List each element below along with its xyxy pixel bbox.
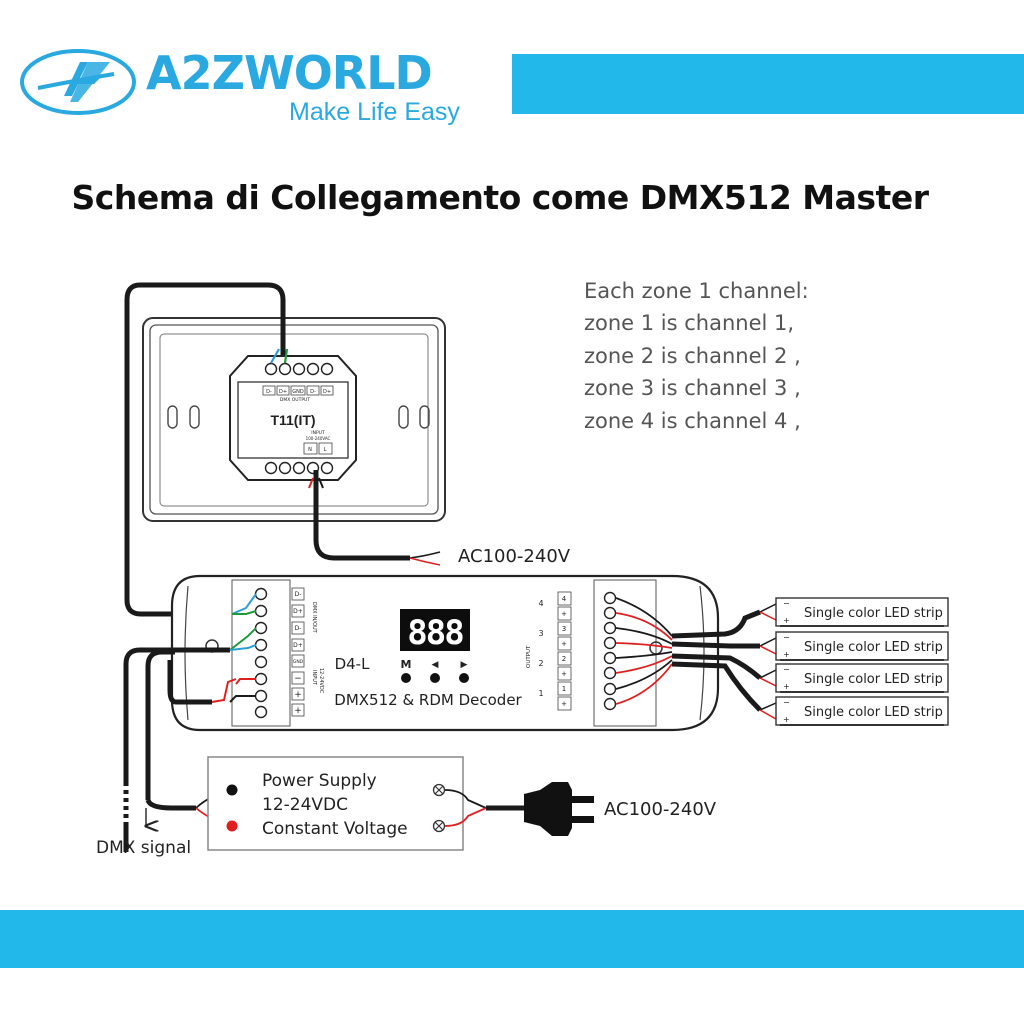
note-line: Each zone 1 channel: [584, 279, 809, 303]
svg-text:−: − [783, 633, 790, 642]
panel-terminal-label: GND [292, 389, 304, 395]
ac-label-top: AC100-240V [458, 546, 571, 567]
decoder-input-voltage: 12-24VDC [318, 668, 324, 694]
brand-tagline: Make Life Easy [289, 98, 460, 126]
panel-input-terminal: L [324, 447, 327, 453]
display-readout: 888 [407, 613, 463, 653]
decoder-display: 888 [400, 609, 470, 653]
decoder-dmx-wires [123, 593, 257, 852]
panel-input-label: INPUT [311, 430, 325, 436]
led-strip-label: Single color LED strip [804, 705, 943, 720]
decoder-input-label: INPUT [311, 670, 317, 686]
decoder-output-terminal: 4 [562, 595, 567, 603]
decoder-input-terminal: − [294, 674, 302, 684]
output-cables [615, 597, 777, 720]
decoder-output-terminal: + [561, 640, 567, 648]
decoder-channel-number: 2 [538, 659, 543, 668]
svg-text:−: − [783, 698, 790, 707]
power-cable [145, 649, 256, 827]
decoder-model: D4-L [335, 655, 371, 673]
a2z-logo-icon [20, 49, 136, 115]
decoder-output-terminal: + [561, 700, 567, 708]
decoder-output-terminal: + [561, 670, 567, 678]
decoder-channel-number: 3 [538, 629, 543, 638]
psu-line3: Constant Voltage [262, 819, 408, 839]
led-strips: − + − + − + − + [775, 597, 949, 726]
decoder-right-terminals [603, 591, 617, 711]
svg-text:−: − [783, 665, 790, 674]
decoder-output-terminal: 3 [562, 625, 566, 633]
decoder-right-label-boxes [557, 591, 572, 711]
right-button[interactable] [459, 673, 469, 683]
led-strip-label: Single color LED strip [804, 672, 943, 687]
panel-input-terminal: N [308, 447, 312, 453]
page-title: Schema di Collegamento come DMX512 Maste… [71, 178, 929, 217]
panel-terminal-label: D- [266, 389, 272, 395]
decoder-output-terminal: 1 [562, 685, 566, 693]
panel-terminal-label: D+ [323, 389, 331, 395]
panel-input-voltage: 100-240VAC [306, 436, 331, 441]
note-line: zone 2 is channel 2 , [584, 344, 801, 368]
note-line: zone 3 is channel 3 , [584, 376, 801, 400]
dmx-signal-label: DMX signal [96, 838, 191, 858]
led-strip-label: Single color LED strip [804, 606, 943, 621]
decoder-channel-number: 4 [538, 599, 543, 608]
button-left-label: ◀ [432, 660, 439, 670]
svg-text:−: − [783, 599, 790, 608]
wall-panel [142, 317, 446, 522]
header-bar [512, 54, 1024, 114]
ac-label-bottom: AC100-240V [604, 799, 717, 820]
left-button[interactable] [430, 673, 440, 683]
panel-terminal-label: D- [310, 389, 316, 395]
power-supply [207, 756, 524, 851]
decoder-output-terminal: + [561, 610, 567, 618]
panel-model: T11(IT) [270, 412, 315, 428]
panel-terminal-label: D+ [279, 389, 287, 395]
decoder-dmx-terminal: D- [295, 591, 302, 598]
button-right-label: ▶ [461, 660, 468, 670]
decoder-left-label-boxes [291, 587, 305, 717]
decoder-output-terminal: 2 [562, 655, 566, 663]
panel-ac-cable [308, 470, 441, 566]
decoder-output-label: OUTPUT [526, 645, 532, 668]
decoder-body [170, 574, 720, 732]
decoder-name: DMX512 & RDM Decoder [334, 691, 522, 709]
decoder-dmx-io-label: DMX IN/OUT [311, 602, 317, 634]
decoder-channel-number: 1 [538, 689, 543, 698]
led-strip-label: Single color LED strip [804, 640, 943, 655]
psu-line2: 12-24VDC [262, 795, 348, 815]
decoder-dmx-terminal: D+ [293, 608, 303, 615]
svg-text:+: + [783, 650, 790, 659]
psu-line1: Power Supply [262, 771, 377, 791]
button-m-label: M [401, 658, 412, 671]
decoder-left-terminals [254, 587, 268, 719]
panel-dmx-output-label: DMX OUTPUT [280, 397, 310, 403]
decoder-dmx-terminal: GND [293, 659, 304, 665]
svg-text:+: + [783, 682, 790, 691]
mode-button[interactable] [401, 673, 411, 683]
decoder-dmx-terminal: D+ [293, 642, 303, 649]
plug-icon [524, 782, 594, 836]
footer-bar [0, 910, 1024, 968]
svg-text:+: + [783, 715, 790, 724]
dmx-link-cable [124, 282, 289, 617]
decoder-dmx-terminal: D- [295, 625, 302, 632]
svg-text:+: + [783, 616, 790, 625]
brand-name: A2ZWORLD [146, 46, 433, 100]
decoder-input-terminal: + [294, 690, 302, 700]
note-line: zone 4 is channel 4 , [584, 409, 801, 433]
note-line: zone 1 is channel 1, [584, 311, 795, 335]
decoder-input-terminal: + [294, 706, 302, 716]
